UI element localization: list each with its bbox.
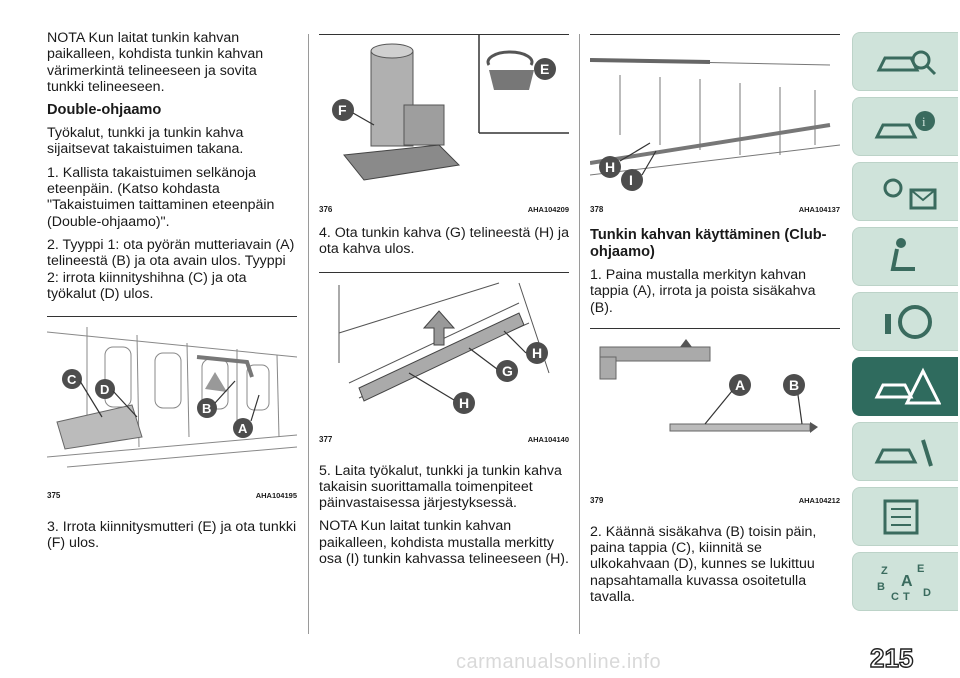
nota-paragraph: NOTA Kun laitat tunkin kahvan paikalleen…	[319, 518, 569, 568]
figure-377: H G H 377 AHA104140	[319, 271, 569, 447]
nota-paragraph: NOTA Kun laitat tunkin kahvan paikalleen…	[47, 30, 264, 95]
figure-376: F E 376 AHA104209	[319, 34, 569, 217]
index-letter: E	[917, 563, 924, 575]
figure-number: 377	[319, 434, 333, 444]
figure-375-caption: 375 AHA104195	[47, 489, 297, 503]
step-3-paragraph: 3. Irrota kiinnitysmutteri (E) ja ota tu…	[47, 519, 297, 552]
figure-378: H I 378 AHA104137	[590, 34, 840, 217]
tab-seat-airbag[interactable]	[852, 227, 958, 286]
figure-code: AHA104140	[527, 434, 569, 444]
column-divider	[579, 34, 580, 634]
label-B: B	[202, 401, 211, 416]
label-H: H	[605, 159, 615, 175]
label-I: I	[629, 172, 633, 188]
column-2: F E 376 AHA104209 4. Ota tunkin kahva (G…	[319, 34, 569, 574]
label-H: H	[459, 395, 469, 411]
figure-376-caption: 376 AHA104209	[319, 203, 569, 217]
figure-376-illustration: F E	[332, 35, 569, 181]
tab-car-service[interactable]	[852, 422, 958, 481]
figure-code: AHA104212	[798, 495, 840, 505]
step-1-paragraph: 1. Kallista takaistuimen selkänoja eteen…	[47, 164, 275, 230]
car-search-icon	[876, 50, 936, 75]
page-number: 215	[869, 642, 914, 673]
tab-emergency[interactable]	[852, 357, 958, 416]
figure-code: AHA104195	[255, 491, 297, 501]
label-E: E	[540, 61, 549, 77]
label-A: A	[238, 421, 248, 436]
figure-377-caption: 377 AHA104140	[319, 433, 569, 447]
figure-number: 376	[319, 205, 333, 214]
tab-warning-lights[interactable]	[852, 162, 958, 221]
column-divider	[308, 34, 309, 634]
figure-377-illustration: H G H	[338, 282, 550, 414]
tab-car-info[interactable]: i	[852, 97, 958, 156]
car-info-icon: i	[874, 110, 935, 138]
column-1: NOTA Kun laitat tunkin kahvan paikalleen…	[47, 30, 297, 559]
step-1-paragraph: 1. Paina mustalla merkityn kahvan tappia…	[590, 267, 816, 316]
tab-car-search[interactable]	[852, 32, 958, 91]
svg-text:i: i	[922, 114, 926, 129]
index-letter: T	[903, 591, 910, 603]
index-letters-icon: Z E B A C T D	[877, 563, 931, 603]
index-letter: A	[901, 573, 913, 590]
label-F: F	[338, 102, 347, 118]
label-D: D	[100, 382, 109, 397]
label-B: B	[789, 377, 799, 393]
index-letter: D	[923, 587, 931, 599]
specifications-icon	[883, 499, 918, 534]
label-A: A	[735, 377, 745, 393]
figure-379-caption: 379 AHA104212	[590, 494, 840, 508]
figure-number: 379	[590, 495, 604, 505]
label-G: G	[502, 363, 513, 379]
figure-number: 375	[47, 491, 61, 501]
step-5-paragraph: 5. Laita työkalut, tunkki ja tunkin kahv…	[319, 462, 562, 512]
figure-379-illustration: A B	[599, 338, 818, 433]
step-2-paragraph: 2. Käännä sisäkahva (B) toisin päin, pai…	[590, 523, 817, 606]
steering-key-icon	[884, 304, 932, 339]
figure-number: 378	[590, 205, 604, 214]
figure-378-caption: 378 AHA104137	[590, 203, 840, 217]
label-C: C	[67, 372, 77, 387]
column-3: H I 378 AHA104137 Tunkin kahvan käyttämi…	[590, 34, 840, 612]
car-accident-warning-icon	[874, 367, 941, 404]
label-H: H	[532, 345, 542, 361]
figure-378-illustration: H I	[590, 58, 840, 191]
step-4-paragraph: 4. Ota tunkin kahva (G) telineestä (H) j…	[319, 225, 569, 258]
figure-code: AHA104137	[798, 205, 840, 214]
tools-location-paragraph: Työkalut, tunkki ja tunkin kahva sijaits…	[47, 125, 244, 158]
figure-379: A B 379 AHA104212	[590, 327, 840, 508]
chapter-tabs-sidebar: i Z	[852, 32, 960, 617]
figure-code: AHA104209	[527, 205, 569, 214]
section-heading-double-cab: Double-ohjaamo	[47, 102, 162, 119]
car-service-icon	[874, 438, 933, 467]
figure-375-illustration: C D B A	[47, 327, 297, 468]
index-letter: B	[877, 581, 885, 593]
section-heading-club-cab: Tunkin kahvan käyttäminen (Club-ohjaamo)	[590, 227, 827, 260]
tab-steering-key[interactable]	[852, 292, 958, 351]
index-letter: C	[891, 591, 899, 603]
watermark: carmanualsonline.info	[456, 651, 662, 673]
seat-airbag-icon	[890, 237, 915, 271]
tab-specifications[interactable]	[852, 487, 958, 546]
warning-lights-message-icon	[883, 178, 936, 209]
figure-375: C D B A 375 AHA104195	[47, 316, 297, 503]
tab-index[interactable]: Z E B A C T D	[852, 552, 958, 611]
step-2-paragraph: 2. Tyyppi 1: ota pyörän mutteriavain (A)…	[47, 236, 295, 302]
index-letter: Z	[881, 565, 888, 577]
